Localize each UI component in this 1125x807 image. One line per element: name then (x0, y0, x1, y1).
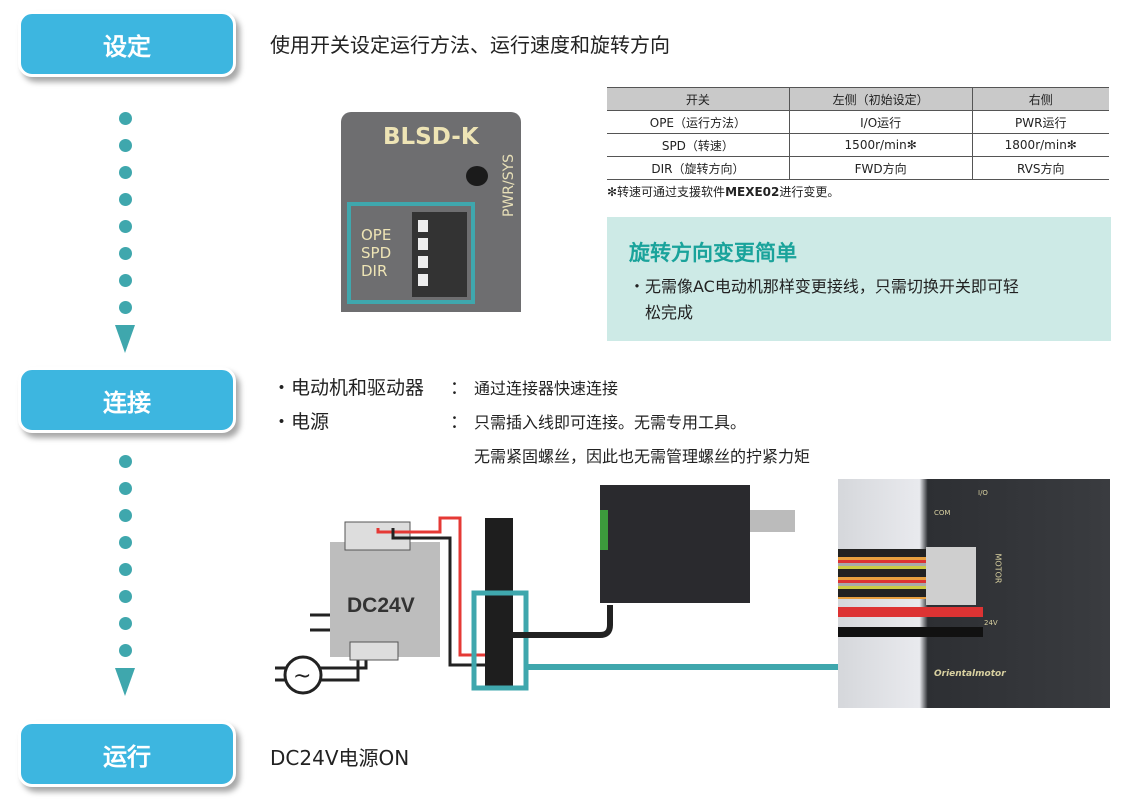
connector-highlight (471, 590, 529, 691)
flow-dot (119, 563, 132, 576)
led-label: PWR/SYS (501, 153, 517, 217)
connector-photo: MOTOR 24V COM I/O Orientalmotor (838, 479, 1110, 708)
flow-dot (119, 617, 132, 630)
driver (485, 518, 513, 688)
flow-dot (119, 193, 132, 206)
flow-dot (119, 166, 132, 179)
table-cell: DIR（旋转方向） (607, 156, 790, 180)
flow-dot (119, 247, 132, 260)
psu-label: DC24V (347, 594, 415, 617)
flow-dot (119, 482, 132, 495)
flow-dot (119, 590, 132, 603)
wiring-diagram: DC24V ~ (275, 485, 840, 695)
switch-label-ope: OPE (361, 226, 392, 244)
switch-label-dir: DIR (361, 262, 388, 280)
table-header: 左侧（初始设定） (788, 87, 973, 111)
flow-dot (119, 509, 132, 522)
flow-dot (119, 301, 132, 314)
ac-symbol: ~ (293, 664, 311, 689)
connect-colon: ： (450, 378, 468, 399)
power-supply (330, 542, 440, 657)
flow-dot (119, 644, 132, 657)
flow-dot (119, 112, 132, 125)
connect-value-power-cont: 无需紧固螺丝，因此也无需管理螺丝的拧紧力矩 (474, 447, 811, 466)
flow-dot (119, 139, 132, 152)
connect-value-power: 只需插入线即可连接。无需专用工具。 (474, 413, 747, 432)
connect-label-motor: ・电动机和驱动器 (272, 377, 425, 399)
table-cell: RVS方向 (971, 156, 1109, 180)
table-cell: SPD（转速） (607, 133, 790, 157)
run-description: DC24V电源ON (270, 746, 410, 770)
setting-description: 使用开关设定运行方法、运行速度和旋转方向 (270, 33, 670, 57)
flow-arrow-icon (115, 325, 135, 353)
table-cell: OPE（运行方法） (607, 110, 790, 134)
dip-switch (412, 212, 467, 297)
motor (600, 485, 750, 603)
table-cell: 1800r/min✻ (971, 133, 1109, 157)
driver-closeup: BLSD-K PWR/SYS OPE SPD DIR (341, 112, 521, 312)
flow-dot (119, 274, 132, 287)
step-run: 运行 (18, 721, 236, 787)
table-cell: I/O运行 (788, 110, 973, 134)
switch-label-spd: SPD (361, 244, 392, 262)
table-header: 右侧 (971, 87, 1109, 111)
flow-arrow-icon (115, 668, 135, 696)
flow-dot (119, 455, 132, 468)
connect-label-power: ・电源 (272, 411, 330, 433)
feature-panel: 旋转方向变更简单 ・无需像AC电动机那样变更接线，只需切换开关即可轻 松完成 (607, 217, 1111, 341)
feature-title: 旋转方向变更简单 (629, 241, 797, 265)
connect-colon: ： (450, 412, 468, 433)
table-header: 开关 (607, 87, 790, 111)
ac-source-icon (283, 655, 323, 695)
table-cell: FWD方向 (788, 156, 973, 180)
dip-switch-highlight (347, 202, 475, 304)
io-label: I/O (978, 489, 988, 497)
table-cell: 1500r/min✻ (788, 133, 973, 157)
table-cell: PWR运行 (971, 110, 1109, 134)
brand-label: Orientalmotor (934, 669, 1006, 679)
model-label: BLSD-K (383, 124, 479, 150)
volt-label: 24V (984, 619, 998, 627)
feature-bullet-cont: 松完成 (645, 303, 694, 322)
feature-bullet: ・无需像AC电动机那样变更接线，只需切换开关即可轻 (629, 277, 1019, 296)
com-label: COM (934, 509, 951, 517)
flow-dot (119, 536, 132, 549)
step-connect: 连接 (18, 367, 236, 433)
step-setting: 设定 (18, 11, 236, 77)
led-indicator (466, 166, 488, 186)
motor-label: MOTOR (993, 553, 1003, 584)
flow-dot (119, 220, 132, 233)
table-footnote: ✻转速可通过支援软件MEXE02进行变更。 (607, 185, 840, 199)
table-row: SPD（转速）1500r/min✻1800r/min✻ (607, 133, 1109, 157)
connect-value-motor: 通过连接器快速连接 (474, 379, 619, 398)
